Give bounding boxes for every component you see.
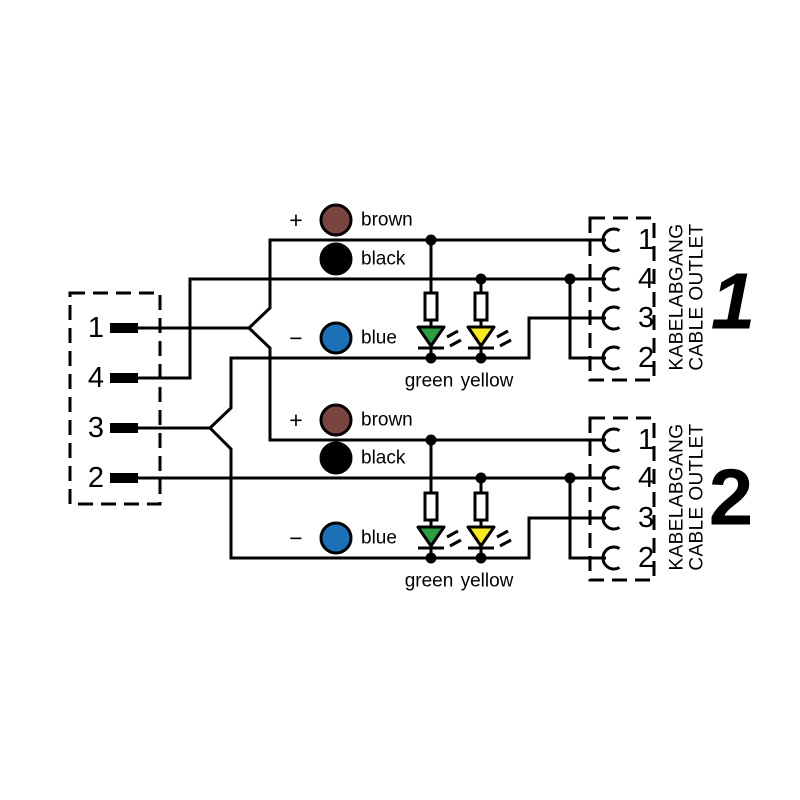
blue-wire-icon	[319, 521, 353, 555]
black-wire-label: black	[361, 249, 406, 270]
outlet-label-de: KABELABGANG	[667, 424, 688, 571]
wire-outlet2-contact2-stub	[568, 478, 606, 560]
wire-brown-circuit1	[247, 238, 606, 330]
blue-wire-label: blue	[361, 528, 397, 549]
green-led-label: green	[405, 371, 454, 392]
cable-outlet-1: 1 4 3 2 KABELABGANG CABLE OUTLET 1	[588, 216, 756, 382]
main-connector-outline	[68, 291, 162, 506]
junction-dot	[425, 434, 437, 446]
blue-wire-icon	[319, 321, 353, 355]
black-wire-icon	[319, 441, 353, 475]
contact-number: 2	[638, 342, 654, 374]
green-led-label: green	[405, 571, 454, 592]
light-rays-icon	[496, 529, 512, 548]
pin-label-4: 4	[88, 362, 104, 394]
contact-arc-icon	[601, 465, 621, 491]
contact-arc-icon	[601, 427, 621, 453]
junction-dot	[475, 352, 487, 364]
junction-dots	[425, 434, 576, 564]
green-led-icon	[416, 325, 462, 350]
plus-sign: +	[289, 407, 302, 433]
light-rays-icon	[446, 529, 462, 548]
wire-black-circuit1	[138, 277, 606, 380]
circuit-1: + brown black − blue green yellow	[289, 203, 576, 392]
resistor-green-icon	[423, 491, 439, 522]
contact-arc-icon	[601, 227, 621, 253]
yellow-led-icon	[466, 525, 512, 550]
brown-wire-label: brown	[361, 210, 413, 231]
outlet-label-en: CABLE OUTLET	[687, 423, 708, 570]
light-rays-icon	[446, 329, 462, 348]
outlet-number: 1	[711, 257, 756, 346]
contact-arc-icon	[601, 545, 621, 571]
wire-outlet1-contact2-stub	[568, 279, 606, 360]
junction-dot	[475, 472, 487, 484]
circuit-2: + brown black − blue green yellow	[289, 403, 576, 592]
contact-arc-icon	[601, 266, 621, 292]
contact-number: 3	[638, 302, 654, 334]
cable-outlet-2: 1 4 3 2 KABELABGANG CABLE OUTLET 2	[588, 416, 754, 582]
contact-number: 4	[638, 462, 654, 494]
yellow-led-label: yellow	[461, 571, 514, 592]
yellow-led-label: yellow	[461, 371, 514, 392]
contact-number: 1	[638, 424, 654, 456]
wire-brown-circuit2	[247, 326, 606, 442]
black-wire-icon	[319, 242, 353, 276]
junction-dot	[475, 552, 487, 564]
pin-label-1: 1	[88, 312, 104, 344]
pin-contact-1	[110, 323, 138, 333]
pin-contact-4	[110, 373, 138, 383]
brown-wire-icon	[319, 203, 353, 237]
wire-harness	[138, 238, 606, 560]
outlet-outline	[588, 216, 656, 382]
outlet-label-en: CABLE OUTLET	[687, 223, 708, 370]
contact-arc-icon	[601, 305, 621, 331]
junction-dot	[475, 273, 487, 285]
resistor-yellow-icon	[473, 291, 489, 322]
pin-contact-3	[110, 423, 138, 433]
outlet-outline	[588, 416, 656, 582]
junction-dot	[425, 552, 437, 564]
light-rays-icon	[496, 329, 512, 348]
contact-number: 1	[638, 224, 654, 256]
wire-blue-circuit1	[208, 316, 606, 430]
contact-number: 2	[638, 542, 654, 574]
junction-dots	[425, 234, 576, 364]
brown-wire-icon	[319, 403, 353, 437]
main-connector: 1 4 3 2	[68, 291, 162, 506]
contact-number: 3	[638, 502, 654, 534]
junction-dot	[425, 234, 437, 246]
green-led-icon	[416, 525, 462, 550]
black-wire-label: black	[361, 448, 406, 469]
blue-wire-label: blue	[361, 328, 397, 349]
minus-sign: −	[289, 525, 302, 551]
wire-blue-circuit2	[208, 426, 606, 560]
pin-label-2: 2	[88, 462, 104, 494]
pin-contact-2	[110, 473, 138, 483]
contact-arc-icon	[601, 505, 621, 531]
pin-label-3: 3	[88, 412, 104, 444]
outlet-number: 2	[709, 453, 754, 542]
junction-dot	[564, 472, 576, 484]
yellow-led-icon	[466, 325, 512, 350]
resistor-yellow-icon	[473, 491, 489, 522]
contact-arc-icon	[601, 345, 621, 371]
plus-sign: +	[289, 207, 302, 233]
minus-sign: −	[289, 325, 302, 351]
junction-dot	[425, 352, 437, 364]
brown-wire-label: brown	[361, 410, 413, 431]
junction-dot	[564, 273, 576, 285]
contact-number: 4	[638, 263, 654, 295]
outlet-label-de: KABELABGANG	[667, 224, 688, 371]
resistor-green-icon	[423, 291, 439, 322]
